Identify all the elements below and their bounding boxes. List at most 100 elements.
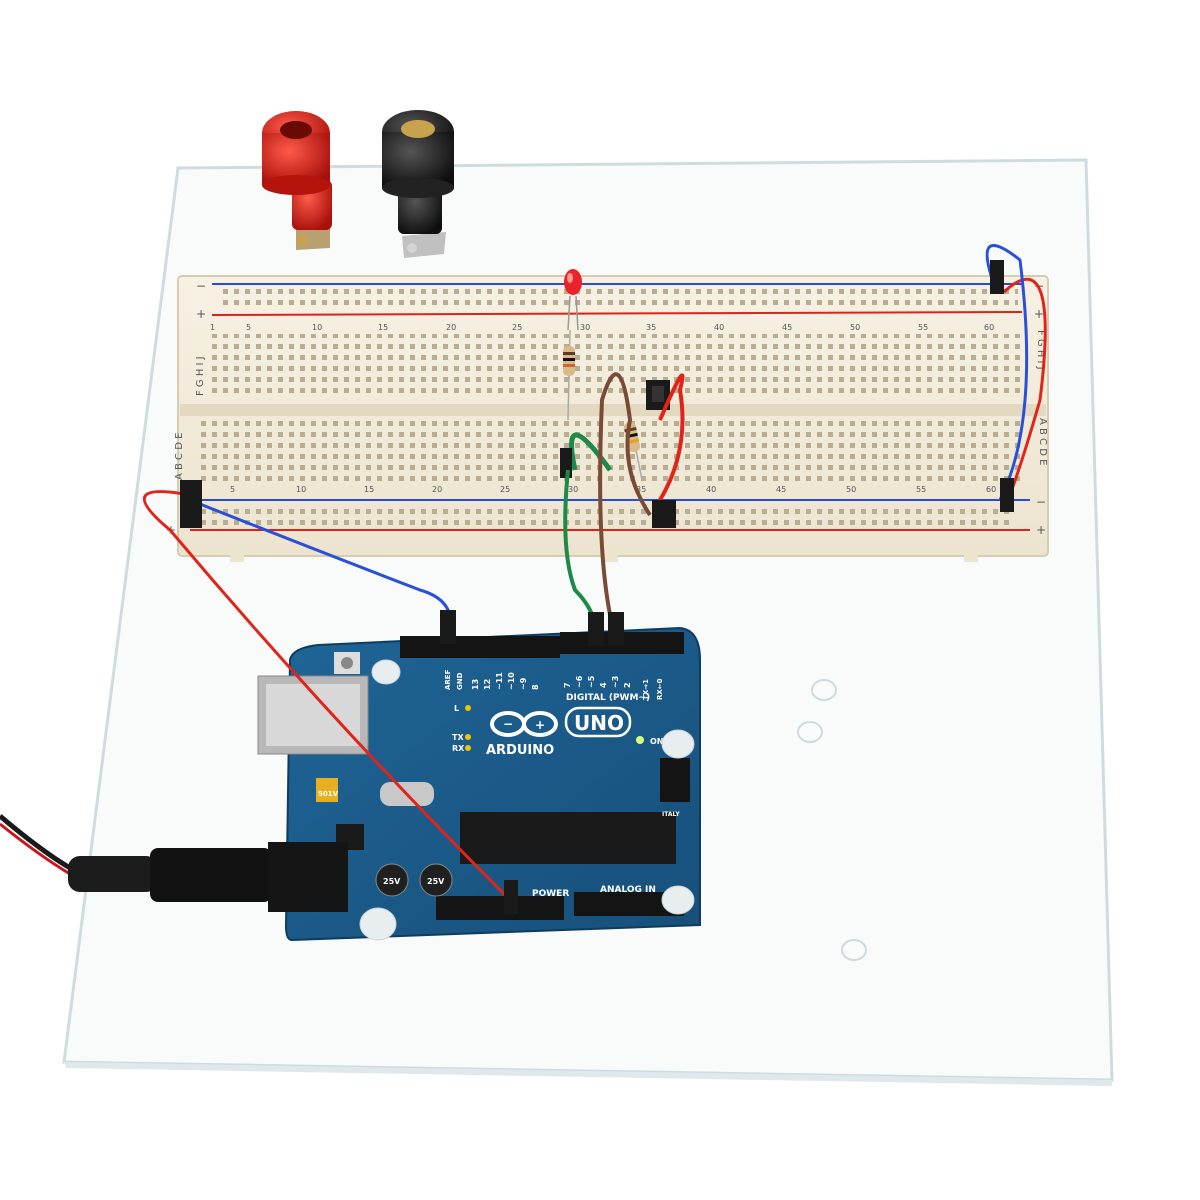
logo-minus: −: [503, 717, 513, 731]
top-red-rail-line: [211, 311, 1023, 316]
col-num-bottom-55: 55: [916, 485, 926, 494]
red-jumper-button: [658, 373, 685, 502]
row-letters-bottom-left: A B C D E: [174, 433, 185, 480]
icsp-header: [660, 758, 690, 802]
jumper-plug-bottom-right: [1000, 478, 1014, 512]
capacitor-1: [375, 863, 409, 897]
pin-1: TX→1: [642, 679, 650, 700]
column-numbers-top: 1 5 10 15 20 25 30 35 40 45 50 55 60: [210, 323, 994, 332]
col-num-top-50: 50: [850, 323, 860, 332]
arduino-uno-board: 25V 25V 501V − + ARDUINO UNO DIGITAL (PW…: [257, 626, 701, 942]
red-led: [564, 269, 582, 331]
col-num-top-40: 40: [714, 323, 724, 332]
col-num-top-30: 30: [580, 323, 590, 332]
rail-minus-symbol: −: [196, 279, 206, 293]
digital-pin-numbers: 13 12 ~11 ~10 ~9 8 7 ~6 ~5 4 ~3 2 TX→1 R…: [471, 672, 664, 700]
pin-2: 2: [623, 682, 632, 688]
col-num-top-55: 55: [918, 323, 928, 332]
col-num-top-20: 20: [446, 323, 456, 332]
tx-led: [465, 734, 471, 740]
breadboard: − + − + − + + F G H I J A B C D E F G H …: [166, 275, 1049, 562]
rail-plus-symbol-right: +: [1034, 307, 1044, 321]
digital-pwm-label: DIGITAL (PWM~): [566, 693, 650, 703]
pin-7: 7: [563, 682, 572, 688]
jumper-plug-green-pin: [588, 612, 604, 646]
capacitor-1-label: 25V: [383, 877, 401, 886]
brown-signal-wire: [598, 372, 652, 633]
uno-badge: [564, 706, 632, 738]
col-num-top-10: 10: [312, 323, 322, 332]
col-num-bottom-20: 20: [432, 485, 442, 494]
l-label: L: [454, 704, 459, 713]
col-num-bottom-50: 50: [846, 485, 856, 494]
jumper-plug-top-right: [990, 260, 1004, 294]
arduino-logo: − +: [490, 711, 558, 737]
fuse: [316, 778, 338, 802]
col-num-top-45: 45: [782, 323, 792, 332]
italy-label: ITALY: [662, 811, 680, 818]
pin-8: 8: [531, 684, 540, 690]
col-num-top-5: 5: [246, 323, 251, 332]
tx-label: TX: [452, 733, 464, 742]
power-label: POWER: [532, 889, 569, 899]
row-letters-top-left: F G H I J: [195, 356, 206, 396]
col-num-top-35: 35: [646, 323, 656, 332]
pin-4: 4: [599, 682, 608, 688]
pin-13: 13: [471, 679, 480, 690]
uno-label: UNO: [574, 711, 624, 735]
col-num-top-15: 15: [378, 323, 388, 332]
rx-label: RX: [452, 744, 465, 753]
dc-power-cable: [0, 814, 348, 912]
rail-plus-symbol: +: [196, 307, 206, 321]
power-header: [436, 896, 564, 920]
fuse-label: 501V: [318, 790, 339, 798]
arduino-logo-text: ARDUINO: [486, 743, 554, 758]
plastic-standoffs: [359, 659, 867, 961]
lower-terminal-strip: [196, 420, 1022, 482]
jumper-plug-red-brown: [652, 500, 676, 528]
on-led: [636, 736, 644, 744]
red-binding-post: [262, 111, 332, 250]
col-num-bottom-15: 15: [364, 485, 374, 494]
aref-label: AREF: [444, 669, 452, 690]
col-num-bottom-40: 40: [706, 485, 716, 494]
logo-plus: +: [535, 718, 545, 732]
black-binding-post: [382, 110, 454, 258]
col-num-top-25: 25: [512, 323, 522, 332]
pin-3: ~3: [611, 676, 620, 688]
analog-in-label: ANALOG IN: [600, 885, 656, 895]
pin-5: ~5: [587, 675, 596, 688]
blue-rail-bridge: [985, 243, 1029, 501]
jumper-plug-brown-pin: [608, 612, 624, 646]
l-led: [465, 705, 471, 711]
col-num-top-1: 1: [210, 323, 215, 332]
column-numbers-bottom: 1 5 10 15 20 25 30 35 40 45 50 55 60: [196, 485, 996, 494]
row-letters-bottom-right: A B C D E: [1037, 418, 1048, 465]
col-num-bottom-25: 25: [500, 485, 510, 494]
pin-10: ~10: [507, 672, 516, 690]
col-num-top-60: 60: [984, 323, 994, 332]
pin-0: RX←0: [656, 678, 664, 700]
col-num-bottom-45: 45: [776, 485, 786, 494]
col-num-bottom-30: 30: [568, 485, 578, 494]
col-num-bottom-10: 10: [296, 485, 306, 494]
capacitor-2: [419, 863, 453, 897]
rx-led: [465, 745, 471, 751]
gnd-label: GND: [456, 672, 464, 690]
atmega-chip: [460, 812, 676, 864]
rail-minus-symbol-bottom: −: [1036, 495, 1046, 509]
row-letters-top-right: F G H I J: [1035, 330, 1046, 370]
red-rail-bridge: [1002, 277, 1047, 506]
pin-12: 12: [483, 679, 492, 690]
blue-ground-wire: [189, 498, 453, 631]
col-num-bottom-60: 60: [986, 485, 996, 494]
on-label: ON: [650, 737, 664, 746]
digital-header-left: [400, 636, 560, 658]
pin-11: ~11: [495, 672, 504, 690]
resistor-1: [563, 329, 575, 421]
upper-terminal-strip: [212, 334, 1022, 396]
capacitor-2-label: 25V: [427, 877, 445, 886]
col-num-bottom-35: 35: [636, 485, 646, 494]
jumper-plug-power-pin: [504, 880, 518, 914]
